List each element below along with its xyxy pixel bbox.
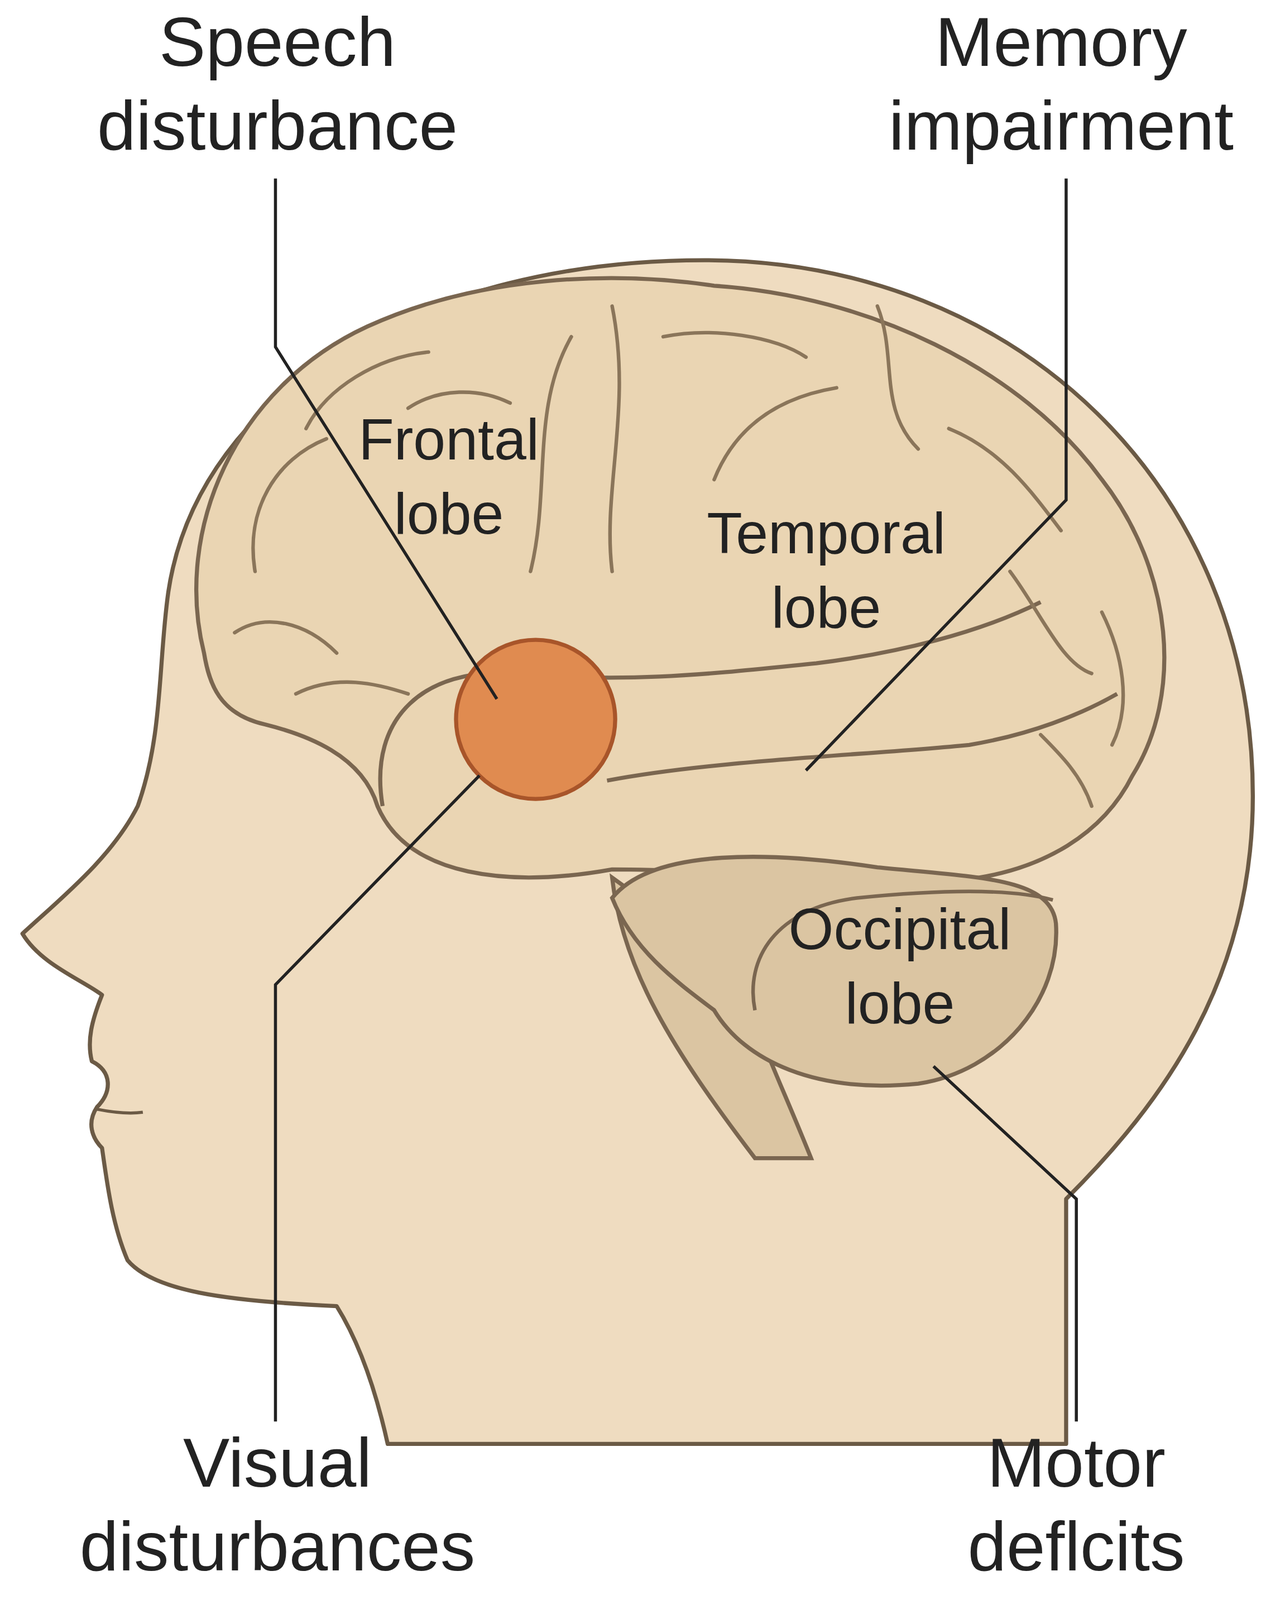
- gyrus-line: [713, 387, 837, 481]
- gyrus-line: [234, 621, 337, 654]
- region-label: Frontal lobe: [331, 402, 567, 551]
- gyrus-line: [1009, 571, 1092, 674]
- gyrus-line: [295, 682, 409, 694]
- head-silhouette: [22, 260, 1253, 1444]
- gyrus-line: [1040, 734, 1092, 807]
- region-label: Occipital lobe: [771, 892, 1029, 1041]
- callout-label: Motor deflcits: [897, 1420, 1255, 1589]
- temporal-lobe-lower-edge: [606, 693, 1117, 781]
- leader-line: [933, 1066, 1077, 1422]
- callout-label: Speech disturbance: [65, 0, 490, 168]
- cerebellum: [612, 856, 1057, 1086]
- leader-line: [806, 178, 1067, 771]
- cerebrum: [196, 277, 1165, 878]
- brain-gyri: [234, 305, 1124, 807]
- gyrus-line: [948, 428, 1062, 531]
- lesion-circle: [456, 639, 616, 799]
- mouth-line: [97, 1109, 143, 1114]
- gyrus-line: [610, 305, 620, 572]
- callout-label: Memory impairment: [865, 0, 1257, 168]
- callout-label: Visual disturbances: [59, 1420, 496, 1589]
- gyrus-line: [408, 391, 511, 409]
- gyrus-line: [1101, 612, 1124, 746]
- leader-line: [275, 775, 480, 1422]
- region-label: Temporal lobe: [681, 496, 972, 645]
- gyrus-line: [877, 305, 919, 449]
- gyrus-line: [663, 332, 807, 358]
- gyrus-line: [252, 438, 326, 572]
